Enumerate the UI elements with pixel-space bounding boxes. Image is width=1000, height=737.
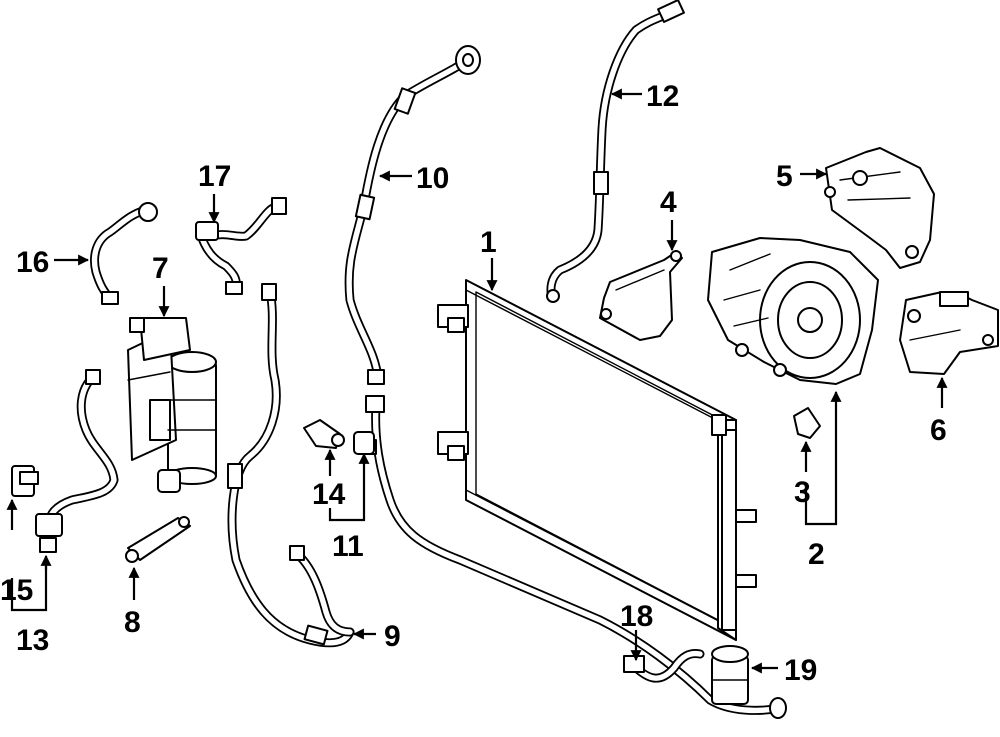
condenser [437,279,757,641]
hose-10 [344,45,481,385]
part-11-fitting [353,431,375,455]
hose-17 [195,197,287,295]
hose-9 [227,283,355,648]
callout-8: 8 [124,606,141,639]
callout-15: 15 [0,574,33,607]
callout-10: 10 [416,162,449,195]
part-15 [11,465,39,497]
callout-4: 4 [660,186,677,219]
callout-14: 14 [312,478,346,511]
callout-6: 6 [930,414,947,447]
compressor-2 [707,237,879,385]
bracket-4 [599,250,683,341]
hose-16 [90,202,158,305]
callout-18: 18 [620,600,653,633]
callout-13: 13 [16,624,49,657]
callout-3: 3 [794,476,811,509]
bracket-5 [824,147,935,269]
bracket-6 [899,291,999,375]
part-14 [303,419,345,449]
callout-12: 12 [646,80,679,113]
hose-12 [546,0,685,303]
callout-16: 16 [16,246,49,279]
valve-19 [711,645,749,705]
callout-1: 1 [480,226,497,259]
callout-7: 7 [152,252,169,285]
pipe-11 [361,395,787,719]
receiver-dryer-7 [127,317,217,493]
switch-3 [793,407,821,439]
callout-9: 9 [384,620,401,653]
callout-5: 5 [776,160,793,193]
bracket-8 [125,516,191,563]
callout-2: 2 [808,538,825,571]
callout-11: 11 [332,530,364,563]
callout-19: 19 [784,654,817,687]
callout-17: 17 [198,160,231,193]
hose-13 [35,369,119,553]
leader-lines [6,88,948,674]
